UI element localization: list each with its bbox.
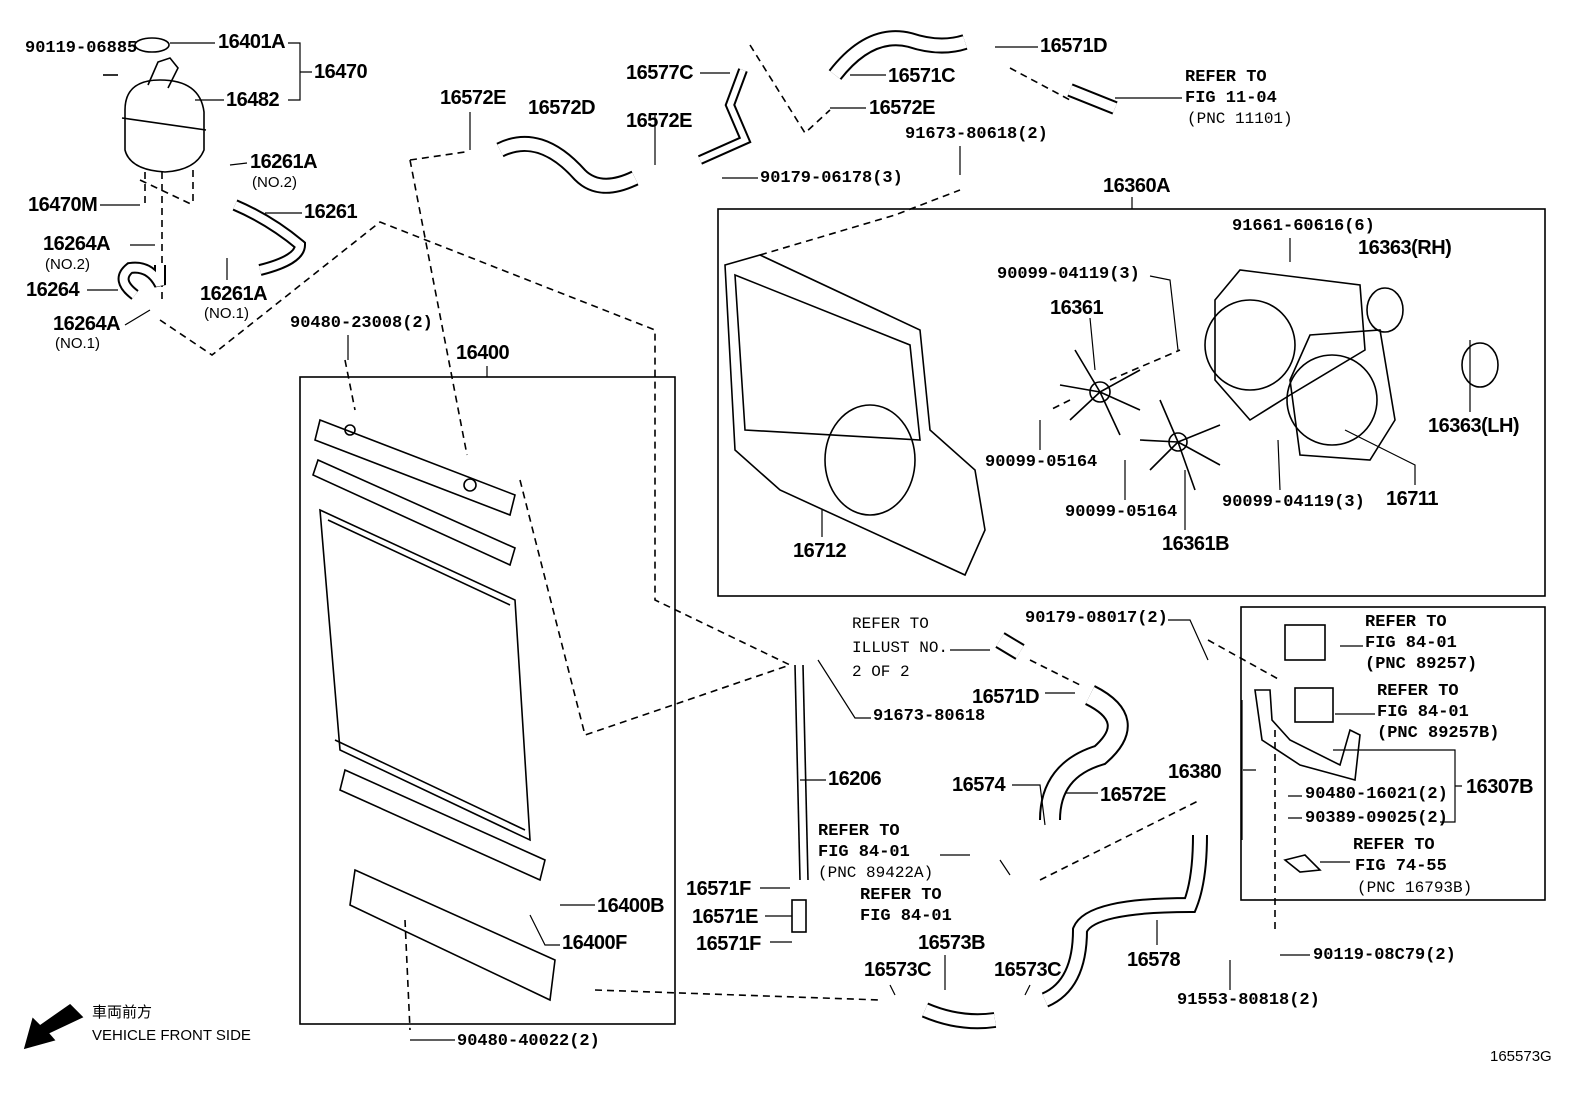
part-label[interactable]: 16482 xyxy=(226,89,280,111)
refer-note: (PNC 89257) xyxy=(1365,655,1478,674)
direction-label-jp: 車両前方 xyxy=(92,1004,153,1021)
part-label[interactable]: 16574 xyxy=(952,774,1006,796)
refer-note: (PNC 89422A) xyxy=(818,864,934,882)
part-label[interactable]: 16572D xyxy=(528,97,596,119)
part-label[interactable]: 16572E xyxy=(626,110,692,132)
part-label[interactable]: 16572E xyxy=(869,97,935,119)
part-note: (NO.1) xyxy=(55,335,100,352)
part-label[interactable]: 90119-06885 xyxy=(25,39,138,58)
hoses xyxy=(117,30,1208,1030)
bracket-assembly-box xyxy=(1240,606,1546,901)
part-label[interactable]: 16307B xyxy=(1466,776,1534,798)
refer-link[interactable]: ILLUST NO. xyxy=(852,639,949,657)
refer-link[interactable]: FIG 11-04 xyxy=(1185,89,1277,108)
refer-link[interactable]: FIG 84-01 xyxy=(860,907,952,926)
refer-note: REFER TO xyxy=(1365,613,1447,632)
refer-note: REFER TO xyxy=(818,822,900,841)
part-label[interactable]: 90179-06178(3) xyxy=(760,169,903,188)
part-label[interactable]: 16578 xyxy=(1127,949,1181,971)
fan-shroud xyxy=(724,254,986,577)
refer-note: REFER TO xyxy=(860,886,942,905)
part-label[interactable]: 16712 xyxy=(793,540,847,562)
radiator-core xyxy=(312,418,556,1002)
part-label[interactable]: 16470M xyxy=(28,194,98,216)
part-label[interactable]: 16571F xyxy=(696,933,761,955)
part-label[interactable]: 16400B xyxy=(597,895,665,917)
part-label[interactable]: 16264 xyxy=(26,279,80,301)
fan-motor-shrouds xyxy=(1204,269,1499,461)
part-label[interactable]: 16571C xyxy=(888,65,956,87)
part-label[interactable]: 16360A xyxy=(1103,175,1171,197)
part-label[interactable]: 16261A xyxy=(200,283,268,305)
refer-note: (PNC 89257B) xyxy=(1377,724,1500,743)
part-label[interactable]: 16572E xyxy=(440,87,506,109)
part-label[interactable]: 90179-08017(2) xyxy=(1025,609,1168,628)
reservoir-tank xyxy=(103,37,207,173)
part-label[interactable]: 91673-80618 xyxy=(873,707,986,726)
arrow-down-left-icon xyxy=(23,1003,84,1050)
part-label[interactable]: 16571D xyxy=(972,686,1040,708)
direction-label-en: VEHICLE FRONT SIDE xyxy=(92,1027,251,1044)
part-label[interactable]: 16573C xyxy=(864,959,932,981)
part-label[interactable]: 90099-05164 xyxy=(985,453,1098,472)
part-label[interactable]: 16264A xyxy=(53,313,121,335)
part-label[interactable]: 16264A xyxy=(43,233,111,255)
figure-id: 165573G xyxy=(1490,1048,1552,1065)
refer-note: (PNC 11101) xyxy=(1187,110,1293,128)
part-label[interactable]: 91673-80618(2) xyxy=(905,125,1048,144)
refer-note: REFER TO xyxy=(852,615,929,633)
part-label[interactable]: 16363(RH) xyxy=(1358,237,1452,259)
part-label[interactable]: 90099-05164 xyxy=(1065,503,1178,522)
refer-link[interactable]: FIG 74-55 xyxy=(1355,857,1447,876)
part-label[interactable]: 16363(LH) xyxy=(1428,415,1520,437)
part-label[interactable]: 16206 xyxy=(828,768,882,790)
refer-note: REFER TO xyxy=(1185,68,1267,87)
part-label[interactable]: 16380 xyxy=(1168,761,1222,783)
part-note: (NO.2) xyxy=(252,174,297,191)
part-label[interactable]: 16261 xyxy=(304,201,358,223)
part-label[interactable]: 16361 xyxy=(1050,297,1104,319)
part-label[interactable]: 90480-16021(2) xyxy=(1305,785,1448,804)
refer-note: REFER TO xyxy=(1377,682,1459,701)
part-label[interactable]: 16261A xyxy=(250,151,318,173)
refer-link[interactable]: FIG 84-01 xyxy=(818,843,910,862)
part-label[interactable]: 16571F xyxy=(686,878,751,900)
dashed-assembly-lines xyxy=(139,44,1281,1031)
part-label[interactable]: 16571D xyxy=(1040,35,1108,57)
part-label[interactable]: 16361B xyxy=(1162,533,1230,555)
part-note: (NO.1) xyxy=(204,305,249,322)
leader-lines xyxy=(87,42,1471,1041)
part-label[interactable]: 90099-04119(3) xyxy=(997,265,1140,284)
fan-blades xyxy=(1059,349,1221,491)
part-label[interactable]: 90480-40022(2) xyxy=(457,1032,600,1051)
part-label[interactable]: 90119-08C79(2) xyxy=(1313,946,1456,965)
refer-note: (PNC 16793B) xyxy=(1357,879,1473,897)
part-label[interactable]: 16401A xyxy=(218,31,286,53)
bracket xyxy=(1254,624,1361,873)
part-note: (NO.2) xyxy=(45,256,90,273)
refer-note: 2 OF 2 xyxy=(852,663,910,681)
part-label[interactable]: 16400F xyxy=(562,932,627,954)
part-label[interactable]: 16572E xyxy=(1100,784,1166,806)
part-label[interactable]: 90480-23008(2) xyxy=(290,314,433,333)
part-label[interactable]: 90099-04119(3) xyxy=(1222,493,1365,512)
refer-note: REFER TO xyxy=(1353,836,1435,855)
radiator-assembly-box xyxy=(299,376,676,1025)
part-label[interactable]: 91661-60616(6) xyxy=(1232,217,1375,236)
part-label[interactable]: 91553-80818(2) xyxy=(1177,991,1320,1010)
refer-link[interactable]: FIG 84-01 xyxy=(1365,634,1457,653)
part-label[interactable]: 16573B xyxy=(918,932,986,954)
refer-link[interactable]: FIG 84-01 xyxy=(1377,703,1469,722)
part-label[interactable]: 16573C xyxy=(994,959,1062,981)
part-label[interactable]: 16470 xyxy=(314,61,368,83)
part-label[interactable]: 16711 xyxy=(1386,488,1439,510)
part-label[interactable]: 16400 xyxy=(456,342,510,364)
part-label[interactable]: 16571E xyxy=(692,906,758,928)
part-label[interactable]: 90389-09025(2) xyxy=(1305,809,1448,828)
part-label[interactable]: 16577C xyxy=(626,62,694,84)
